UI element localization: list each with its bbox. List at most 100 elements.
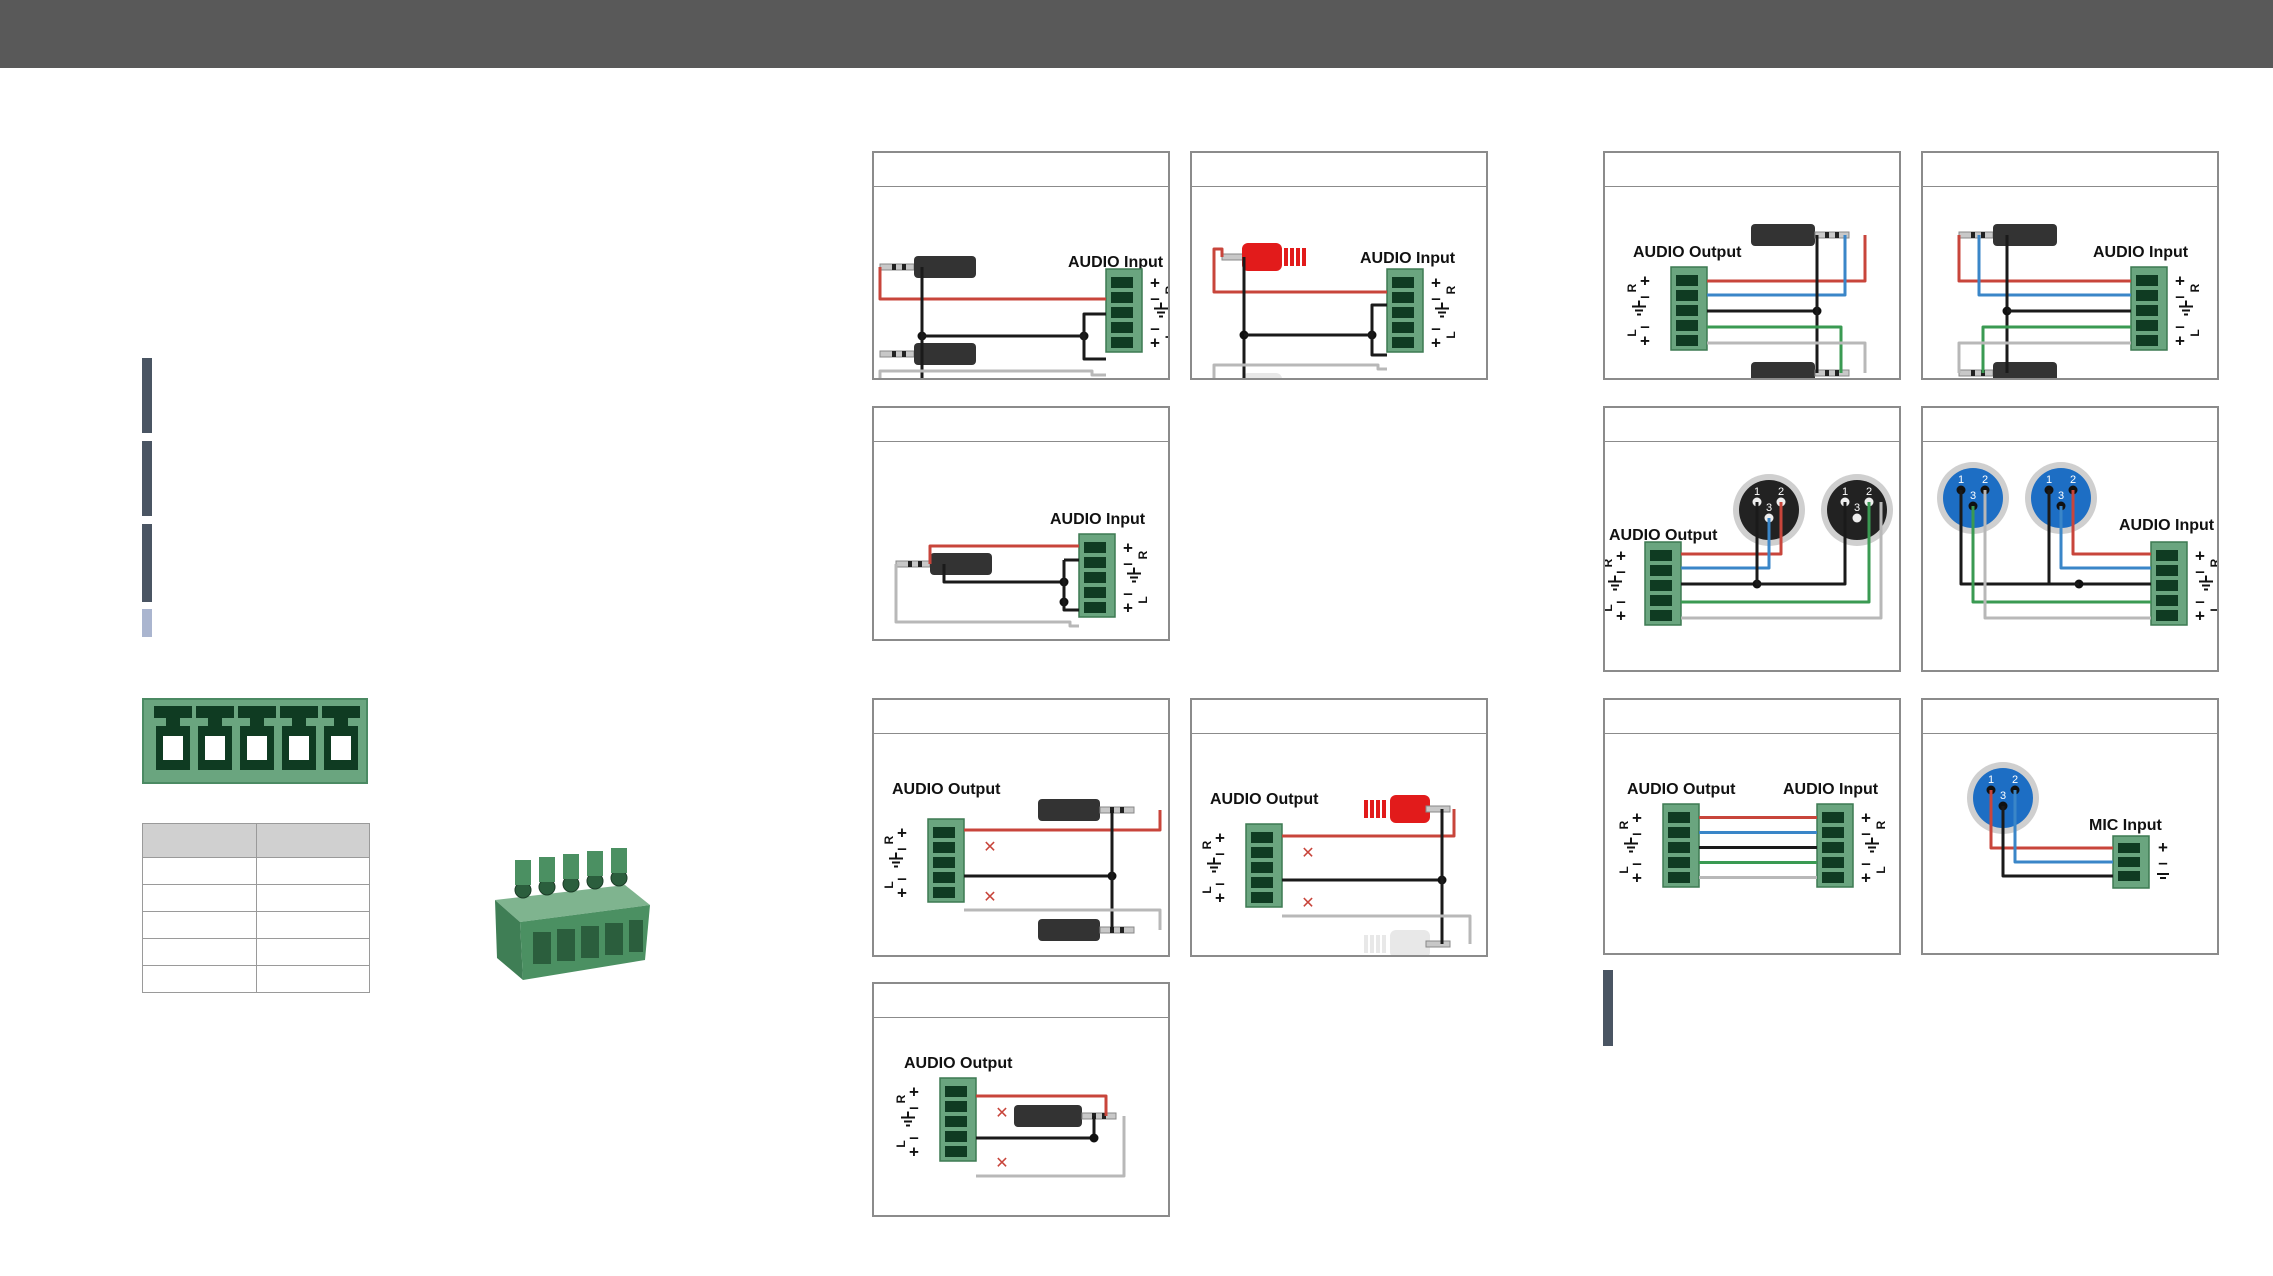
rca-grip	[1370, 935, 1374, 953]
channel-label-r: R	[1605, 558, 1615, 567]
rca-body	[1390, 795, 1430, 823]
not-connected-mark: ✕	[983, 889, 996, 906]
rca-body	[1390, 930, 1430, 955]
xlr-pin	[1852, 513, 1862, 523]
polarity-sign: +	[1123, 599, 1133, 618]
jack-ring	[1120, 927, 1124, 933]
jack-ring	[1971, 232, 1975, 238]
connector-pin-strip	[142, 698, 368, 784]
terminal-slot	[1668, 812, 1690, 823]
xlr-pin-number: 3	[1970, 490, 1976, 502]
terminal-slot	[1668, 827, 1690, 838]
polarity-sign: –	[909, 1128, 918, 1147]
jack-ring	[1825, 232, 1829, 238]
jack-sleeve	[879, 350, 915, 358]
polarity-sign: +	[1861, 809, 1871, 828]
terminal-slot	[945, 1116, 967, 1127]
channel-label-l: L	[1605, 604, 1615, 611]
wire	[1212, 363, 1387, 378]
polarity-sign: +	[1215, 829, 1225, 848]
terminal-slot	[1650, 550, 1672, 561]
terminal-slot	[945, 1131, 967, 1142]
jack-sleeve	[879, 263, 915, 271]
jack-ring	[902, 351, 906, 357]
terminal-slot	[2118, 843, 2140, 853]
jack-body	[914, 256, 976, 278]
xlr-pin-number: 1	[1842, 486, 1848, 498]
diagram-output-balanced-trs: AUDIO Output+––+RL	[1625, 224, 1867, 378]
not-connected-mark: ✕	[983, 839, 996, 856]
table-header-cell	[142, 823, 257, 858]
polarity-sign: +	[1123, 539, 1133, 558]
audio-input-label: AUDIO Input	[1068, 254, 1164, 271]
terminal-slot	[1084, 572, 1106, 583]
wire	[2013, 790, 2113, 864]
diagram-output-xlr: AUDIO Output+––+RL123123	[1605, 474, 1893, 626]
jack-body	[1751, 224, 1815, 246]
pin-strip-hole	[289, 736, 309, 760]
jack-plug	[879, 256, 976, 278]
wire	[1983, 490, 2151, 620]
jack-body	[914, 343, 976, 365]
jack-ring	[918, 561, 922, 567]
rca-grip	[1376, 800, 1380, 818]
terminal-slot	[1111, 322, 1133, 333]
not-connected-mark: ✕	[1301, 895, 1314, 912]
xlr-pin-number: 2	[1778, 486, 1784, 498]
terminal-slot	[1084, 587, 1106, 598]
terminal-slot	[945, 1146, 967, 1157]
diagram-input-balanced-trs: AUDIO Input+––+RL	[1957, 224, 2202, 378]
jack-sleeve	[1099, 806, 1135, 814]
channel-label-l: L	[1874, 866, 1888, 873]
polarity-sign: –	[2175, 317, 2184, 336]
pin-strip-tab	[292, 716, 306, 726]
polarity-sign: –	[1616, 562, 1625, 581]
wire	[878, 267, 1106, 301]
terminal-slot	[1676, 320, 1698, 331]
polarity-sign: +	[897, 884, 907, 903]
jack-plug	[879, 343, 976, 365]
terminal-slot	[2118, 871, 2140, 881]
jack-plug	[1958, 224, 2057, 246]
wire	[1707, 341, 1867, 373]
wire	[928, 544, 1079, 564]
table-row	[142, 938, 370, 966]
channel-label-r: R	[1444, 285, 1458, 294]
audio-input-label: AUDIO Input	[1360, 250, 1456, 267]
wire	[1707, 235, 1867, 283]
polarity-sign: –	[909, 1098, 918, 1117]
wire	[2071, 490, 2151, 556]
terminal-slot	[1668, 872, 1690, 883]
channel-label-r: R	[2188, 283, 2202, 292]
rca-pin	[1425, 940, 1451, 948]
xlr-pin-number: 2	[1866, 486, 1872, 498]
terminal-slot	[1822, 812, 1844, 823]
wire	[1282, 809, 1456, 838]
terminal-slot	[1676, 305, 1698, 316]
terminal-slot	[2156, 550, 2178, 561]
wire	[942, 564, 1064, 584]
audio-input-label: AUDIO Input	[2119, 517, 2215, 534]
rca-grip	[1382, 800, 1386, 818]
xlr-pin-number: 2	[2012, 774, 2018, 786]
polarity-sign: –	[1431, 319, 1440, 338]
jack-body	[1993, 224, 2057, 246]
rca-grip	[1302, 248, 1306, 266]
not-connected-mark: ✕	[995, 1155, 1008, 1172]
xlr-pin-number: 3	[2000, 790, 2006, 802]
wire	[894, 564, 1079, 628]
terminal-slot	[933, 827, 955, 838]
terminal-slot	[1392, 337, 1414, 348]
polarity-sign: –	[1123, 584, 1132, 603]
diagram-input-xlr: AUDIO Input+––+RL123123	[1937, 462, 2217, 626]
table-row	[142, 965, 370, 993]
polarity-sign: +	[909, 1143, 919, 1162]
audio-output-label: AUDIO Output	[1609, 527, 1718, 544]
